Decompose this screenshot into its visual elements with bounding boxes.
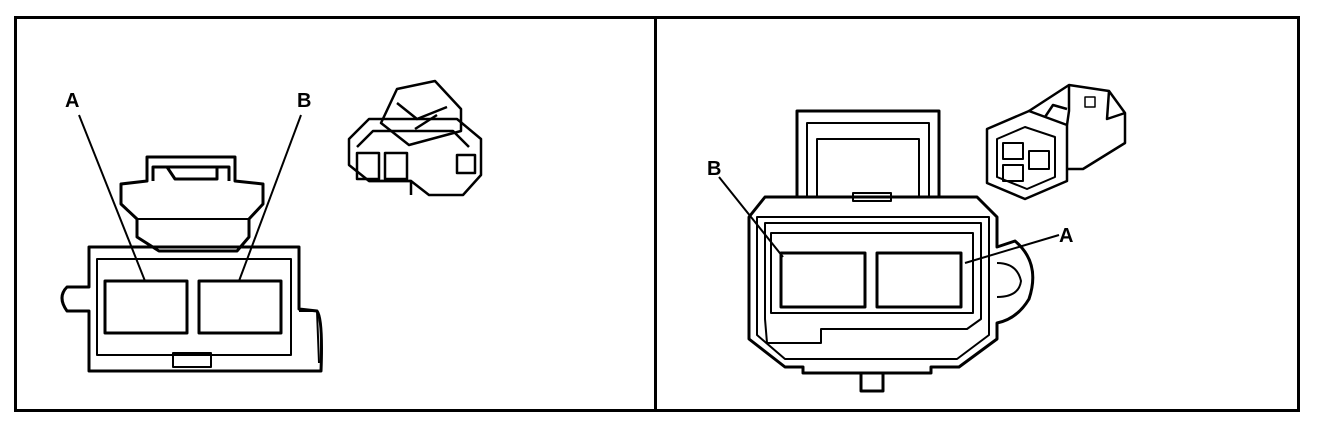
- leader-line-b: [718, 176, 784, 258]
- right-connector-3d-view: [985, 83, 1127, 201]
- leader-line-b: [238, 114, 302, 282]
- left-connector-3d-view: [347, 79, 483, 197]
- callout-label-a: A: [1059, 225, 1074, 247]
- leader-line-a: [964, 234, 1060, 264]
- callout-label-a: A: [65, 90, 80, 112]
- leader-line-a: [78, 114, 146, 282]
- right-connector-face-drawing: [718, 83, 1127, 393]
- left-connector-face-drawing: [60, 79, 483, 373]
- right-panel: B A: [657, 19, 1297, 409]
- diagram-frame: [14, 16, 1300, 412]
- callout-label-b: B: [297, 90, 312, 112]
- callout-label-b: B: [707, 158, 722, 180]
- left-panel: A B: [17, 19, 654, 409]
- panel-divider: [654, 16, 657, 412]
